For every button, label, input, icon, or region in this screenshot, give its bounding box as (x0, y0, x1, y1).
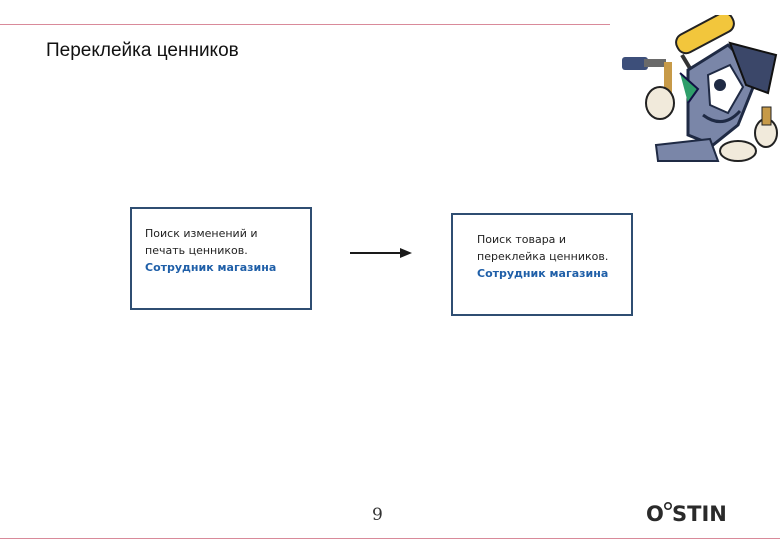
top-divider (0, 24, 610, 25)
step-2-role: Сотрудник магазина (477, 267, 609, 280)
step-1-line-1: Поиск изменений и (145, 227, 258, 240)
slide-title: Переклейка ценников (46, 40, 239, 61)
right-arrow-icon (350, 248, 412, 258)
process-step-2: Поиск товара и переклейка ценников. Сотр… (451, 213, 633, 316)
ostin-logo: O STIN (646, 501, 727, 525)
process-step-1: Поиск изменений и печать ценников. Сотру… (130, 207, 312, 310)
svg-text:STIN: STIN (672, 502, 727, 525)
svg-text:O: O (646, 502, 664, 525)
step-2-line-2: переклейка ценников. (477, 250, 609, 263)
handyman-cartoon-icon (622, 15, 778, 162)
bottom-divider (0, 538, 780, 539)
step-1-role: Сотрудник магазина (145, 261, 277, 274)
step-2-line-1: Поиск товара и (477, 233, 567, 246)
page-number: 9 (372, 505, 383, 525)
step-1-line-2: печать ценников. (145, 244, 248, 257)
